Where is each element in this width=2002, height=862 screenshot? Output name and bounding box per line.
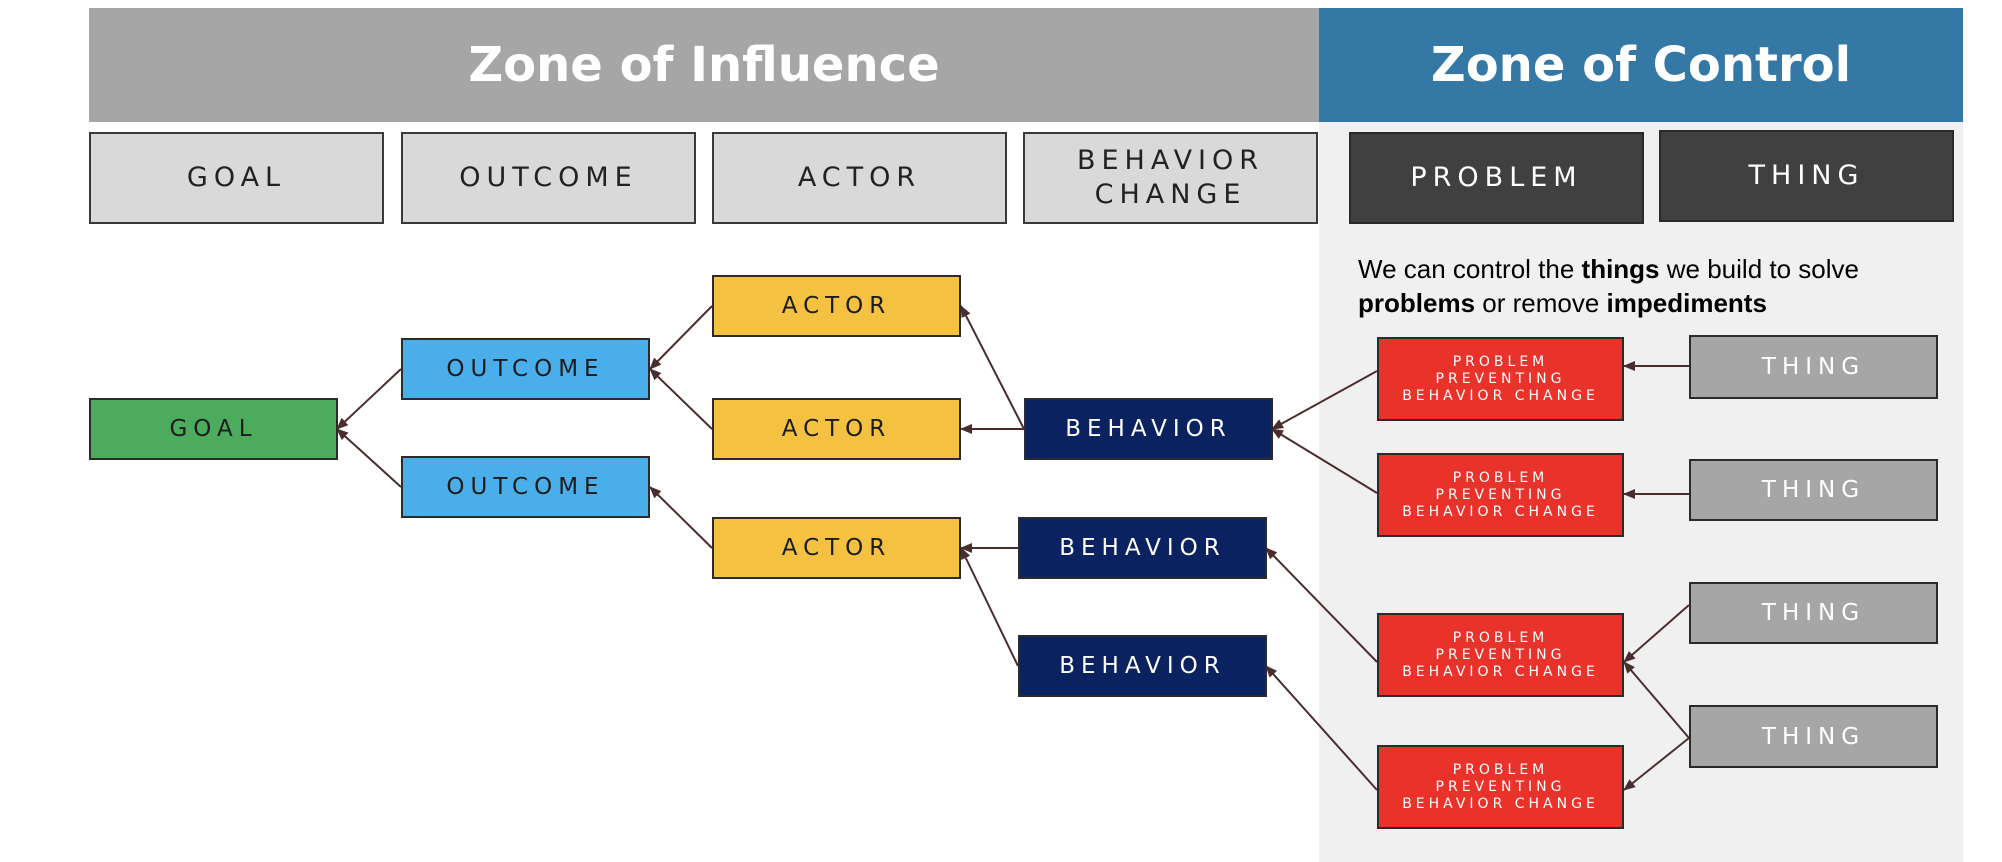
arrow-actor2-to-outcome1 [649,368,713,430]
arrow-problem3-to-behavior2 [1265,547,1378,663]
problem-node-2: PROBLEM PREVENTING BEHAVIOR CHANGE [1377,453,1624,537]
zone-of-control-caption: We can control the things we build to so… [1358,252,1958,320]
arrow-problem1-to-behavior1 [1271,370,1378,430]
thing-node-1: THING [1689,335,1938,399]
caption-emphasis-impediments: impediments [1606,288,1767,318]
arrow-outcome1-to-goal [336,368,402,430]
thing-node-4: THING [1689,705,1938,768]
actor-node-3: ACTOR [712,517,961,579]
column-header-actor: ACTOR [712,132,1007,224]
thing-node-3: THING [1689,582,1938,644]
arrow-behavior3-to-actor3 [960,547,1019,667]
actor-node-2: ACTOR [712,398,961,460]
arrow-actor1-to-outcome1 [649,305,713,370]
arrow-problem4-to-behavior3 [1265,665,1378,791]
arrow-thing3-to-problem3 [1623,604,1690,663]
actor-node-1: ACTOR [712,275,961,337]
outcome-node-2: OUTCOME [401,456,650,518]
behavior-node-2: BEHAVIOR [1018,517,1267,579]
problem-node-3: PROBLEM PREVENTING BEHAVIOR CHANGE [1377,613,1624,697]
problem-node-1: PROBLEM PREVENTING BEHAVIOR CHANGE [1377,337,1624,421]
column-header-problem: PROBLEM [1349,132,1644,224]
zone-of-control-header: Zone of Control [1319,8,1963,122]
goal-node: GOAL [89,398,338,460]
column-header-goal: GOAL [89,132,384,224]
arrow-problem2-to-behavior1 [1271,428,1378,494]
outcome-node-1: OUTCOME [401,338,650,400]
behavior-node-1: BEHAVIOR [1024,398,1273,460]
caption-text: We can control the [1358,254,1582,284]
arrow-thing4-to-problem3 [1623,661,1690,739]
caption-emphasis-problems: problems [1358,288,1476,318]
column-header-outcome: OUTCOME [401,132,696,224]
thing-node-2: THING [1689,459,1938,521]
caption-text: or remove [1475,288,1607,318]
arrow-outcome2-to-goal [336,428,402,488]
behavior-node-3: BEHAVIOR [1018,635,1267,697]
caption-text: we build to solve [1659,254,1859,284]
arrow-actor3-to-outcome2 [649,486,713,549]
zone-of-influence-header: Zone of Influence [89,8,1319,122]
column-header-thing: THING [1659,130,1954,222]
problem-node-4: PROBLEM PREVENTING BEHAVIOR CHANGE [1377,745,1624,829]
column-header-behavior-change: BEHAVIOR CHANGE [1023,132,1318,224]
caption-emphasis-things: things [1581,254,1660,284]
arrow-behavior1-to-actor1 [960,305,1025,430]
arrow-thing4-to-problem4 [1623,737,1690,791]
